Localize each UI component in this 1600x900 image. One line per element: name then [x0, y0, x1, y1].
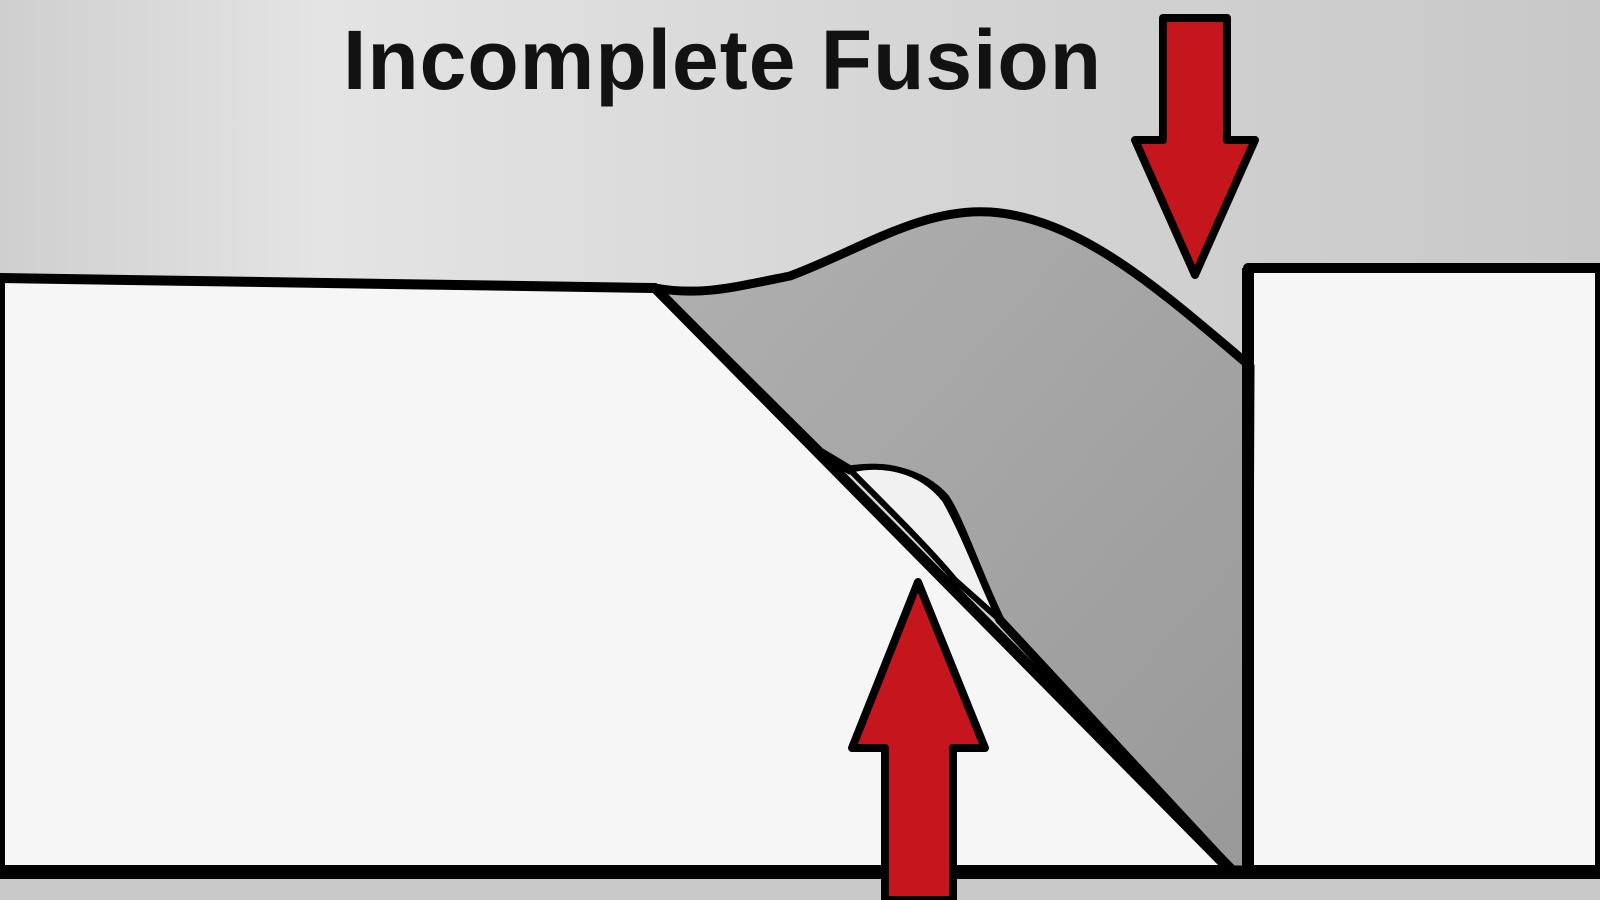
bottom-strip [0, 878, 1600, 900]
right-base-plate [1243, 263, 1600, 875]
top-arrow-icon [1131, 14, 1259, 279]
bottom-arrow-icon [848, 578, 989, 900]
diagram-title: Incomplete Fusion [343, 13, 1103, 107]
fusion-line [651, 284, 1236, 874]
incomplete-fusion-void [847, 463, 1003, 623]
